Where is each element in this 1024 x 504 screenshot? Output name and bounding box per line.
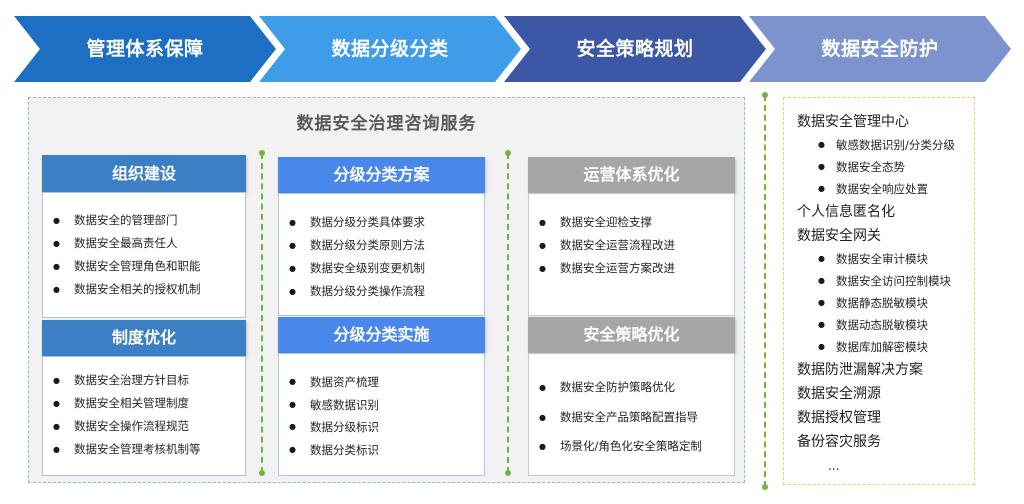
step-security-policy-planning: 安全策略规划 <box>504 16 766 82</box>
step-management-system-assurance: 管理体系保障 <box>14 16 276 82</box>
solution-subitem: 敏感数据识别/分类分级 <box>784 134 974 156</box>
list-item: 数据安全最高责任人 <box>43 232 245 255</box>
list-item: 数据资产梳理 <box>279 371 484 394</box>
solution-subitems: 敏感数据识别/分类分级 数据安全态势 数据安全响应处置 <box>784 134 974 200</box>
panel-title: 数据安全治理咨询服务 <box>296 114 477 134</box>
list-item: 数据安全相关的授权机制 <box>43 278 245 301</box>
step-data-security-protection: 数据安全防护 <box>749 16 1011 82</box>
solution-item: 数据安全管理中心 <box>797 114 909 130</box>
list-item: 数据安全运营方案改进 <box>529 257 734 280</box>
column-classification: 分级分类方案 数据分级分类具体要求 数据分级分类原则方法 数据安全级别变更机制 … <box>278 155 485 477</box>
divider-line <box>505 150 511 476</box>
card-body-operations-optimization: 数据安全迎检支撑 数据安全运营流程改进 数据安全运营方案改进 <box>528 193 735 316</box>
card-header-classification-implementation: 分级分类实施 <box>278 317 485 353</box>
card-body-classification-implementation: 数据资产梳理 敏感数据识别 数据分级标识 数据分类标识 <box>278 353 485 476</box>
step-label: 数据分级分类 <box>331 38 449 60</box>
divider-line <box>259 150 265 476</box>
list-item: 数据安全防护策略优化 <box>529 373 734 403</box>
solution-subitem: 数据安全访问控制模块 <box>784 270 974 292</box>
card-header-security-policy-optimization: 安全策略优化 <box>528 317 735 353</box>
list-item: 数据安全级别变更机制 <box>279 257 484 280</box>
list-item: 数据分类标识 <box>279 439 484 462</box>
solution-subitem: 数据安全响应处置 <box>784 178 974 200</box>
list-item: 数据安全操作流程规范 <box>43 415 245 438</box>
list-item: 数据安全管理角色和职能 <box>43 255 245 278</box>
card-header-organization: 组织建设 <box>42 155 246 192</box>
list-item: 数据安全管理考核机制等 <box>43 438 245 461</box>
solution-item: 数据安全网关 <box>797 228 881 244</box>
solution-subitem: 数据库加解密模块 <box>784 336 974 358</box>
list-item: 敏感数据识别 <box>279 394 484 417</box>
solution-subitems: 数据安全审计模块 数据安全访问控制模块 数据静态脱敏模块 数据动态脱敏模块 数据… <box>784 248 974 358</box>
column-organization-and-policy: 组织建设 数据安全的管理部门 数据安全最高责任人 数据安全管理角色和职能 数据安… <box>42 155 246 477</box>
list-item: 数据安全的管理部门 <box>43 209 245 232</box>
consulting-services-panel: 数据安全治理咨询服务 组织建设 数据安全的管理部门 数据安全最高责任人 数据安全… <box>28 97 745 483</box>
list-item: 数据安全相关管理制度 <box>43 392 245 415</box>
solution-item: 备份容灾服务 <box>797 434 881 450</box>
list-item: 数据安全迎检支撑 <box>529 211 734 234</box>
list-item: 场景化/角色化安全策略定制 <box>529 432 734 462</box>
list-item: 数据安全治理方针目标 <box>43 369 245 392</box>
solution-subitem: 数据安全态势 <box>784 156 974 178</box>
list-item: 数据分级分类操作流程 <box>279 280 484 303</box>
list-item: 数据安全产品策略配置指导 <box>529 403 734 433</box>
card-header-operations-optimization: 运营体系优化 <box>528 157 735 193</box>
divider-line <box>762 92 768 490</box>
solution-subitem: 数据动态脱敏模块 <box>784 314 974 336</box>
solution-subitem: 数据静态脱敏模块 <box>784 292 974 314</box>
card-header-classification-scheme: 分级分类方案 <box>278 157 485 193</box>
step-label: 管理体系保障 <box>86 38 204 60</box>
step-label: 数据安全防护 <box>821 38 939 60</box>
column-operations-and-policy: 运营体系优化 数据安全迎检支撑 数据安全运营流程改进 数据安全运营方案改进 安全… <box>528 155 735 477</box>
card-header-policy-optimization: 制度优化 <box>42 320 246 356</box>
list-item: 数据分级分类原则方法 <box>279 234 484 257</box>
solution-item: 个人信息匿名化 <box>797 204 895 220</box>
step-label: 安全策略规划 <box>576 38 694 60</box>
solution-item: 数据授权管理 <box>797 410 881 426</box>
list-item: 数据分级标识 <box>279 416 484 439</box>
card-body-policy-optimization: 数据安全治理方针目标 数据安全相关管理制度 数据安全操作流程规范 数据安全管理考… <box>42 356 246 476</box>
card-body-classification-scheme: 数据分级分类具体要求 数据分级分类原则方法 数据安全级别变更机制 数据分级分类操… <box>278 193 485 316</box>
protection-solutions-panel: 数据安全管理中心 敏感数据识别/分类分级 数据安全态势 数据安全响应处置 个人信… <box>783 97 975 485</box>
step-data-classification: 数据分级分类 <box>259 16 521 82</box>
more-indicator: ... <box>828 459 840 473</box>
solution-item: 数据安全溯源 <box>797 386 881 402</box>
solution-subitem: 数据安全审计模块 <box>784 248 974 270</box>
list-item: 数据安全运营流程改进 <box>529 234 734 257</box>
card-body-security-policy-optimization: 数据安全防护策略优化 数据安全产品策略配置指导 场景化/角色化安全策略定制 <box>528 353 735 476</box>
process-steps: 管理体系保障 数据分级分类 安全策略规划 数据安全防护 <box>0 16 1024 82</box>
solution-item: 数据防泄漏解决方案 <box>797 362 923 378</box>
list-item: 数据分级分类具体要求 <box>279 211 484 234</box>
card-body-organization: 数据安全的管理部门 数据安全最高责任人 数据安全管理角色和职能 数据安全相关的授… <box>42 192 246 318</box>
